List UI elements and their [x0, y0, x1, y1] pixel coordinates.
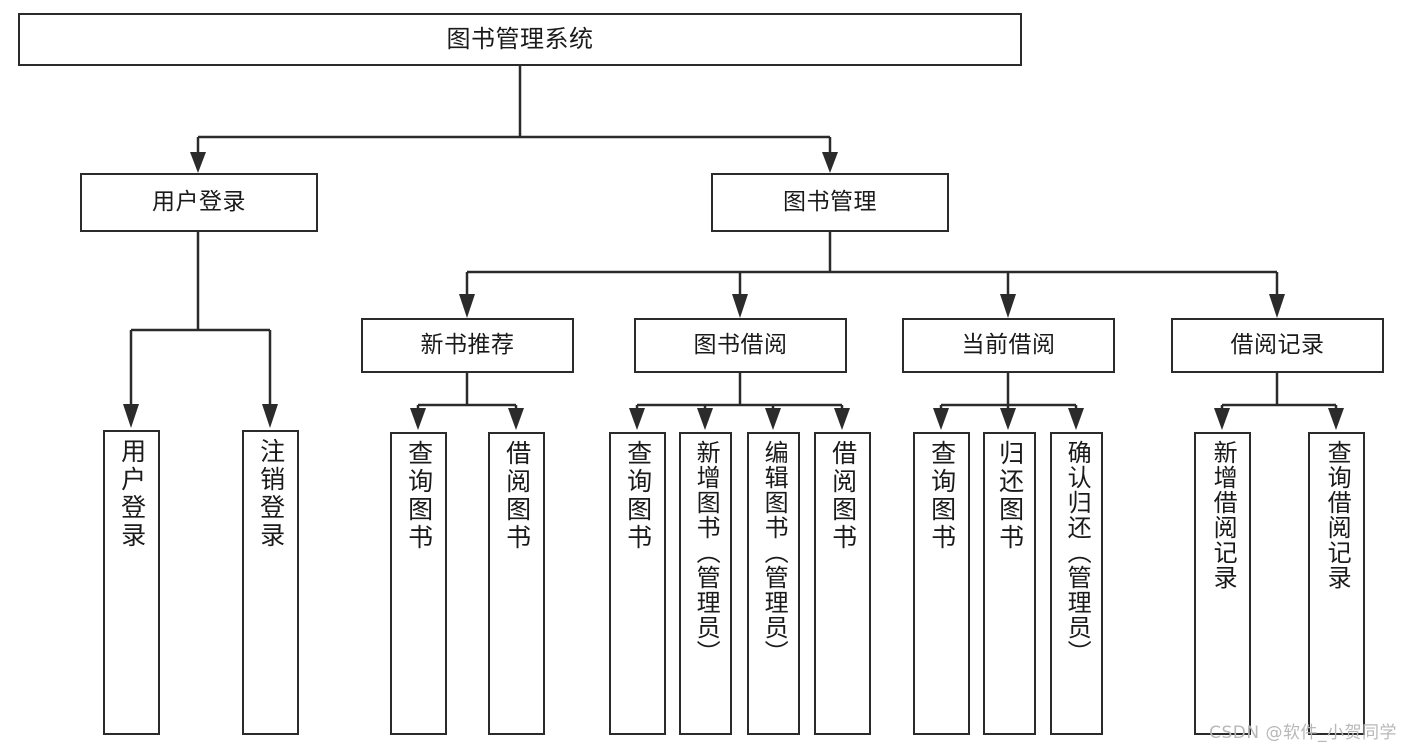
node-label: 确认归还（管理员）	[1063, 440, 1092, 665]
node-leaf-add-borrow-record[interactable]: 新增借阅记录	[1194, 432, 1251, 735]
node-label: 用户登录	[117, 438, 147, 550]
node-label: 新增借阅记录	[1209, 440, 1238, 590]
node-leaf-query-book-recommend[interactable]: 查询图书	[390, 432, 447, 735]
csdn-watermark: CSDN @软件_小贺同学	[1209, 723, 1397, 743]
node-label: 用户登录	[152, 188, 246, 215]
node-leaf-borrow-book-recommend[interactable]: 借阅图书	[488, 432, 545, 735]
node-current-borrow[interactable]: 当前借阅	[902, 318, 1115, 373]
node-label: 图书管理	[783, 188, 877, 215]
node-label: 归还图书	[995, 440, 1025, 552]
node-label: 新增图书（管理员）	[692, 440, 721, 665]
node-label: 查询借阅记录	[1323, 440, 1352, 590]
node-leaf-user-login[interactable]: 用户登录	[103, 430, 160, 735]
node-book-management[interactable]: 图书管理	[711, 173, 949, 232]
node-label: 查询图书	[623, 440, 653, 552]
node-label: 图书管理系统	[446, 25, 594, 54]
node-leaf-query-borrow-record[interactable]: 查询借阅记录	[1308, 432, 1365, 735]
node-root-book-management-system[interactable]: 图书管理系统	[18, 13, 1022, 66]
node-label: 新书推荐	[420, 331, 515, 358]
node-leaf-borrow-book-borrow[interactable]: 借阅图书	[814, 432, 871, 735]
node-label: 查询图书	[927, 440, 957, 552]
node-label: 查询图书	[404, 440, 434, 552]
node-label: 借阅图书	[828, 440, 858, 552]
node-leaf-logout-login[interactable]: 注销登录	[242, 430, 299, 735]
node-borrow-record[interactable]: 借阅记录	[1171, 318, 1384, 373]
node-label: 借阅记录	[1230, 331, 1325, 358]
node-leaf-query-book-current[interactable]: 查询图书	[913, 432, 970, 735]
node-label: 当前借阅	[961, 331, 1056, 358]
node-leaf-confirm-return-admin[interactable]: 确认归还（管理员）	[1050, 432, 1103, 735]
node-user-login[interactable]: 用户登录	[80, 173, 318, 232]
node-leaf-edit-book-admin[interactable]: 编辑图书（管理员）	[747, 432, 800, 735]
node-leaf-return-book[interactable]: 归还图书	[983, 432, 1036, 735]
node-label: 图书借阅	[693, 331, 788, 358]
node-label: 编辑图书（管理员）	[760, 440, 789, 665]
node-book-borrow[interactable]: 图书借阅	[634, 318, 847, 373]
node-label: 借阅图书	[502, 440, 532, 552]
node-label: 注销登录	[256, 438, 286, 550]
node-leaf-add-book-admin[interactable]: 新增图书（管理员）	[679, 432, 732, 735]
node-leaf-query-book-borrow[interactable]: 查询图书	[609, 432, 666, 735]
node-new-book-recommend[interactable]: 新书推荐	[361, 318, 574, 373]
